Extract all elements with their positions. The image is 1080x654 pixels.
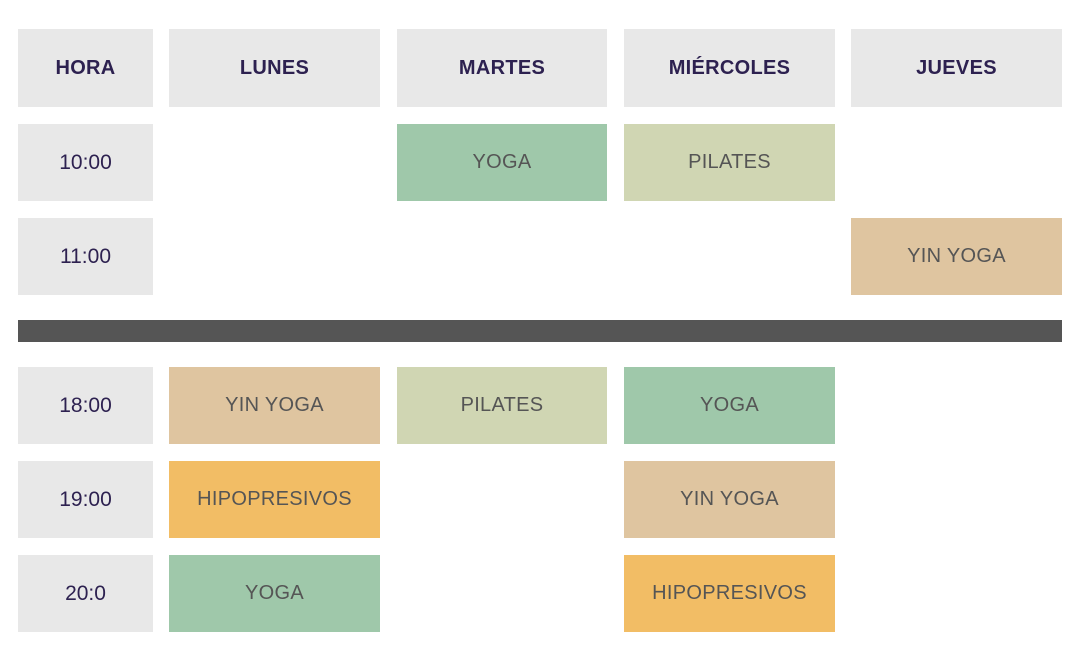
class-cell-yoga[interactable]: YOGA — [169, 555, 380, 632]
header-martes: MARTES — [397, 29, 607, 107]
header-miercoles: MIÉRCOLES — [624, 29, 835, 107]
class-cell-hipopresivos[interactable]: HIPOPRESIVOS — [169, 461, 380, 538]
time-cell: 11:00 — [18, 218, 153, 295]
class-cell-pilates[interactable]: PILATES — [624, 124, 835, 201]
class-cell-hipopresivos[interactable]: HIPOPRESIVOS — [624, 555, 835, 632]
time-cell: 18:00 — [18, 367, 153, 444]
class-cell-yoga[interactable]: YOGA — [397, 124, 607, 201]
time-cell: 10:00 — [18, 124, 153, 201]
class-cell-pilates[interactable]: PILATES — [397, 367, 607, 444]
class-cell-yin-yoga[interactable]: YIN YOGA — [851, 218, 1062, 295]
header-jueves: JUEVES — [851, 29, 1062, 107]
time-cell: 19:00 — [18, 461, 153, 538]
class-cell-yoga[interactable]: YOGA — [624, 367, 835, 444]
time-cell: 20:0 — [18, 555, 153, 632]
class-cell-yin-yoga[interactable]: YIN YOGA — [624, 461, 835, 538]
class-cell-yin-yoga[interactable]: YIN YOGA — [169, 367, 380, 444]
morning-evening-divider — [18, 320, 1062, 342]
header-lunes: LUNES — [169, 29, 380, 107]
header-hora: HORA — [18, 29, 153, 107]
